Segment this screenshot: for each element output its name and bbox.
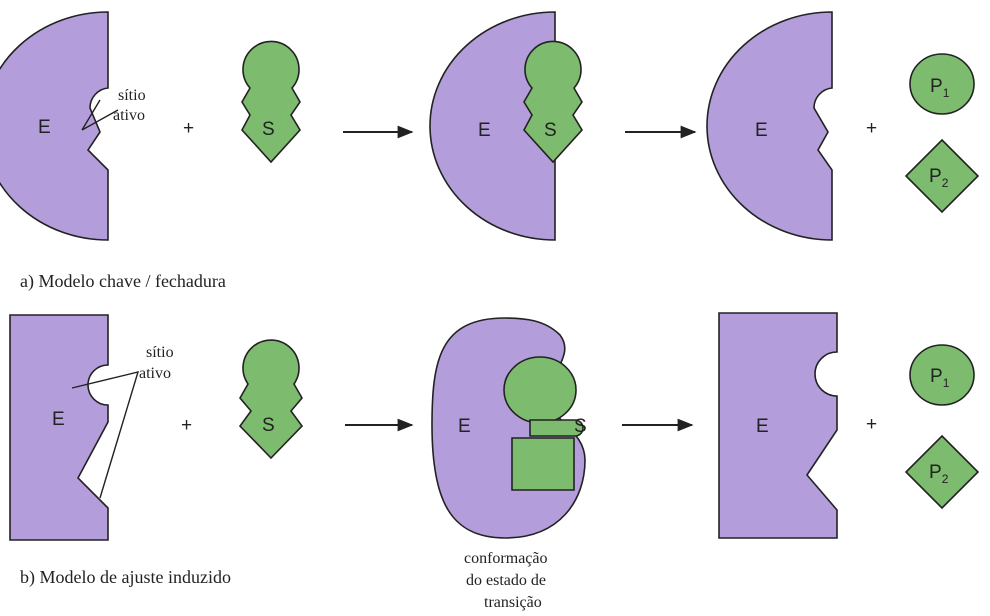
enzyme-a3-shape [706,11,833,241]
enzyme-b2-label: E [458,416,471,437]
enzyme-a1-label: E [38,117,51,138]
product2-b-label: P2 [929,462,949,486]
product1-b-shape [909,344,975,406]
substrate-b-shape [238,339,304,460]
transition-caption-line3: transição [484,594,542,611]
caption-model-b: b) Modelo de ajuste induzido [20,567,231,588]
substrate-b2-body [511,437,575,491]
plus-sign-b2: + [866,414,877,435]
active-site-b-line2: ativo [139,365,171,382]
substrate-a2-label: S [544,120,557,141]
substrate-b2-head [503,356,577,424]
substrate-b2-label: S [574,416,587,437]
substrate-b2-connector [529,419,584,437]
product1-b-label: P1 [930,366,950,390]
substrate-b-label: S [262,415,275,436]
active-site-a-line1: sítio [118,87,146,104]
enzyme-a2-label: E [478,120,491,141]
active-site-b-line1: sítio [146,344,174,361]
enzyme-b1-shape [9,314,109,541]
enzyme-a1-shape [0,11,109,241]
active-site-b-leader [71,371,140,499]
plus-sign-a1: + [183,118,194,139]
product2-a-shape [904,138,980,214]
transition-caption-line1: conformação [464,550,548,567]
active-site-a-leader [81,99,119,131]
plus-sign-b1: + [181,415,192,436]
active-site-a-line2: ativo [113,107,145,124]
transition-caption-line2: do estado de [466,572,546,589]
enzyme-b1-label: E [52,409,65,430]
substrate-a2-shape [523,40,583,164]
product2-b-shape [904,434,980,510]
caption-model-a: a) Modelo chave / fechadura [20,271,226,292]
enzyme-b3-label: E [756,416,769,437]
product2-a-label: P2 [929,166,949,190]
product1-a-shape [909,53,975,115]
product1-a-label: P1 [930,76,950,100]
enzyme-a3-label: E [755,120,768,141]
enzyme-a2-shape [429,11,556,241]
plus-sign-a2: + [866,118,877,139]
substrate-a-label: S [262,119,275,140]
enzyme-b3-shape [718,312,838,539]
substrate-a-shape [241,40,301,164]
